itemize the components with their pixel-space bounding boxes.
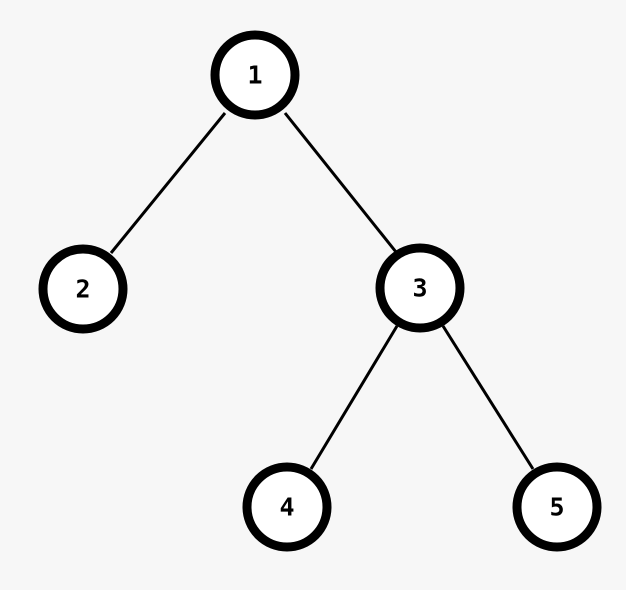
- tree-node-3: 3: [375, 243, 465, 333]
- node-5-circle: [512, 462, 602, 552]
- node-3-circle: [375, 243, 465, 333]
- edge-1-2: [109, 112, 227, 254]
- node-2-circle: [38, 244, 128, 334]
- node-5-label: 5: [549, 493, 564, 522]
- edges-layer: [109, 112, 535, 470]
- tree-node-2: 2: [38, 244, 128, 334]
- node-2-label: 2: [75, 275, 90, 304]
- node-4-label: 4: [279, 493, 294, 522]
- edge-3-4: [309, 325, 399, 470]
- tree-node-1: 1: [210, 30, 300, 120]
- tree-node-4: 4: [242, 462, 332, 552]
- node-4-circle: [242, 462, 332, 552]
- nodes-layer: 1 2 3 4 5: [38, 30, 602, 552]
- edge-1-3: [283, 112, 398, 253]
- node-3-label: 3: [412, 274, 427, 303]
- edge-3-5: [441, 325, 535, 470]
- node-1-circle: [210, 30, 300, 120]
- node-1-label: 1: [247, 61, 262, 90]
- tree-node-5: 5: [512, 462, 602, 552]
